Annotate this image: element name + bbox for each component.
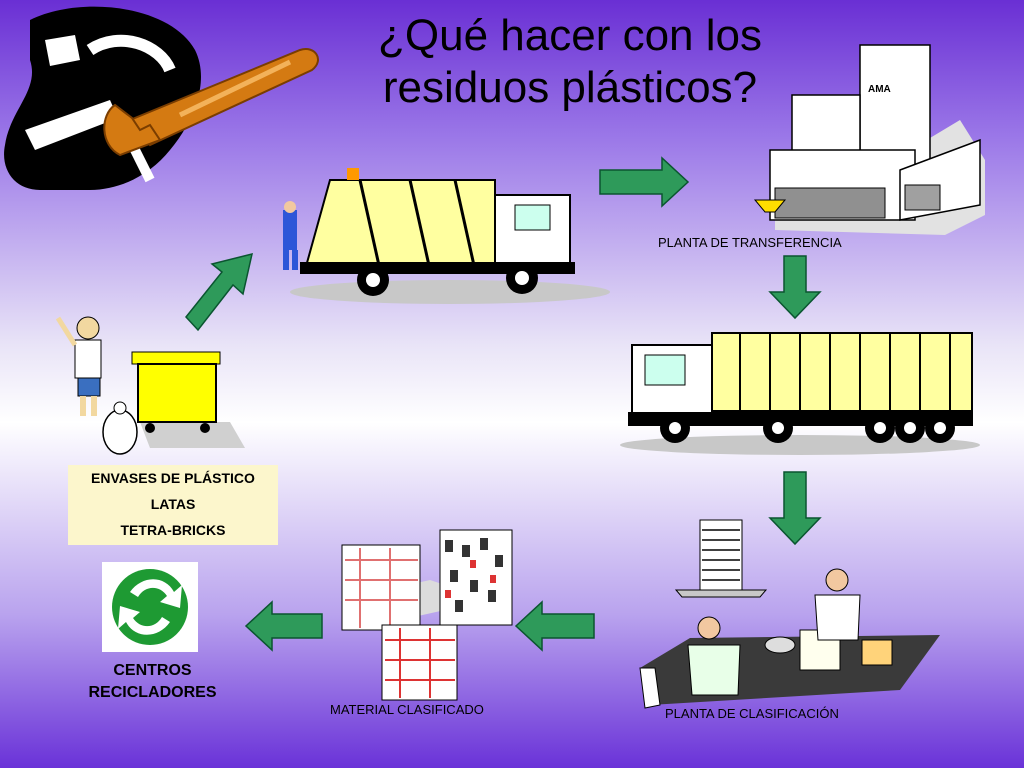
wrench-icon (103, 48, 319, 157)
sorted-material (340, 529, 513, 701)
transfer-plant: AMA (753, 44, 985, 235)
logo-text: AMA (868, 84, 891, 95)
arrow-left-2 (244, 600, 323, 652)
recycle-icon (102, 562, 198, 652)
worker-figure (283, 201, 298, 270)
waste-type-tetra: TETRA-BRICKS (120, 522, 226, 538)
label-centros-recicladores: CENTROS RECICLADORES (60, 660, 245, 704)
waste-types-box: ENVASES DE PLÁSTICO LATAS TETRA-BRICKS (68, 465, 278, 545)
label-planta-transferencia: PLANTA DE TRANSFERENCIA (658, 235, 842, 250)
arrow-up-right (185, 252, 253, 332)
garbage-truck (290, 168, 610, 304)
sorting-plant (639, 519, 940, 709)
arrow-down-1 (768, 255, 822, 320)
page-title: ¿Qué hacer con los residuos plásticos? (378, 11, 762, 112)
yellow-container (131, 351, 245, 448)
arrow-down-2 (768, 471, 822, 546)
centros-line-2: RECICLADORES (88, 684, 217, 701)
label-planta-clasificacion: PLANTA DE CLASIFICACIÓN (665, 706, 839, 721)
person-figure (55, 316, 138, 455)
arrow-left-1 (514, 600, 595, 652)
transport-truck (620, 332, 980, 455)
centros-line-1: CENTROS (113, 662, 192, 679)
waste-type-plastic: ENVASES DE PLÁSTICO (91, 470, 255, 486)
arrow-right-top (599, 156, 690, 208)
waste-type-cans: LATAS (150, 496, 196, 512)
label-material-clasificado: MATERIAL CLASIFICADO (330, 702, 484, 717)
tools-logo (4, 6, 201, 190)
